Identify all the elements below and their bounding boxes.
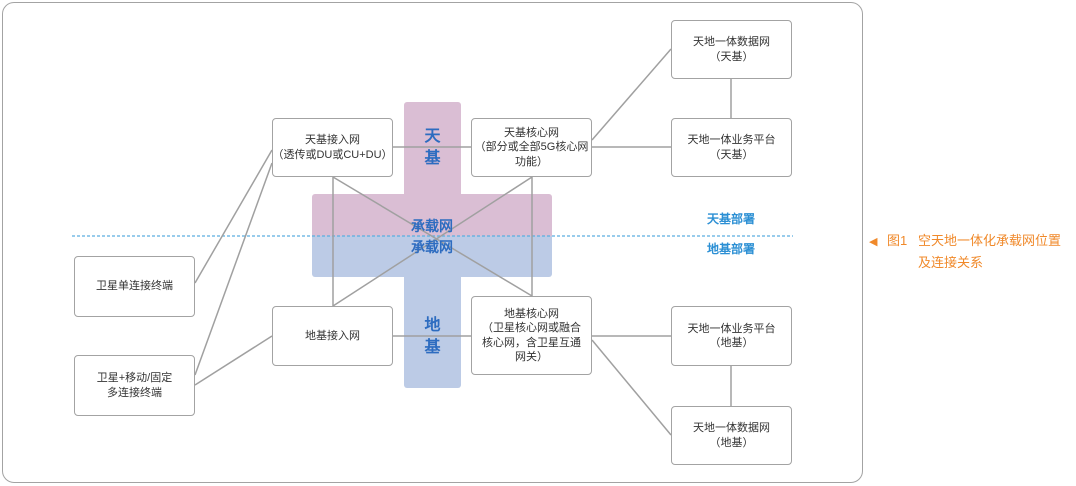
ground-label: 地 基	[404, 315, 461, 359]
sky-deployment-label: 天基部署	[706, 212, 755, 226]
node-label-line: 卫星+移动/固定	[96, 372, 173, 384]
caption-title-line: 空天地一体化承载网位置	[918, 233, 1062, 248]
ground-data-network-box: 天地一体数据网 （地基）	[671, 406, 792, 465]
node-label-line: 天地一体数据网	[693, 36, 770, 48]
node-label-line: 功能）	[515, 155, 548, 168]
node-label-line: 卫星单连接终端	[96, 280, 173, 293]
caption-figure-label: 图1	[887, 233, 908, 248]
sky-service-platform-box: 天地一体业务平台 （天基）	[671, 118, 792, 177]
ground-deployment-label: 地基部署	[706, 242, 755, 256]
node-label-line: 地基核心网	[504, 307, 559, 320]
diagram-frame	[2, 2, 863, 483]
edge-sky-core-to-sky-data-network	[591, 48, 672, 141]
node-label-line: 天地一体业务平台	[687, 322, 776, 335]
node-label-line: 天地一体数据网	[693, 422, 770, 434]
sky-access-network-box: 天基接入网 （透传或DU或CU+DU）	[272, 118, 393, 177]
edge-sky-core-to-ground-access	[332, 176, 533, 307]
sky-bearer-horizontal-bar	[312, 194, 552, 236]
node-label-line: （卫星核心网或融合	[482, 322, 581, 334]
edge-sky-access-to-ground-core	[332, 176, 533, 297]
node-label-line: （地基）	[709, 337, 754, 349]
node-label-line: 天地一体业务平台	[687, 134, 776, 146]
ground-label-char: 基	[424, 339, 441, 356]
node-label-line: 核心网，含卫星互通	[482, 336, 581, 349]
sky-core-network-box: 天基核心网 （部分或全部5G核心网 功能）	[471, 118, 592, 177]
node-label-line: （天基）	[709, 50, 754, 63]
ground-label-char: 地	[424, 317, 441, 334]
node-label-line: 地基接入网	[305, 329, 360, 342]
sky-label-char: 基	[424, 150, 441, 167]
edge-ground-core-to-ground-data-network	[591, 339, 672, 436]
sky-bearer-label: 承载网	[411, 218, 453, 234]
node-label-line: （地基）	[709, 436, 754, 449]
satellite-multi-connection-terminal-box: 卫星+移动/固定 多连接终端	[74, 355, 195, 416]
node-label-line: （天基）	[709, 148, 754, 161]
edge-single-terminal-to-sky-access	[194, 149, 273, 284]
node-label-line: 天基核心网	[504, 126, 559, 139]
satellite-single-connection-terminal-box: 卫星单连接终端	[74, 256, 195, 317]
node-label-line: 网关）	[515, 351, 548, 363]
ground-access-network-box: 地基接入网	[272, 306, 393, 366]
node-label-line: （部分或全部5G核心网	[474, 141, 589, 154]
node-label-line: 天基接入网	[305, 134, 360, 146]
ground-bearer-label: 承载网	[411, 239, 453, 255]
sky-label-char: 天	[424, 128, 441, 145]
ground-core-network-box: 地基核心网 （卫星核心网或融合 核心网，含卫星互通 网关）	[471, 296, 592, 375]
node-label-line: （透传或DU或CU+DU）	[272, 148, 393, 161]
sky-data-network-box: 天地一体数据网 （天基）	[671, 20, 792, 79]
caption-triangle-icon: ◀	[869, 236, 878, 248]
edge-multi-terminal-to-sky-access	[194, 162, 273, 376]
caption-title-line: 及连接关系	[918, 255, 984, 270]
ground-service-platform-box: 天地一体业务平台 （地基）	[671, 306, 792, 366]
edge-multi-terminal-to-ground-access	[194, 335, 273, 386]
ground-bearer-horizontal-bar	[312, 236, 552, 277]
node-label-line: 多连接终端	[107, 386, 162, 399]
sky-label: 天 基	[404, 126, 461, 170]
